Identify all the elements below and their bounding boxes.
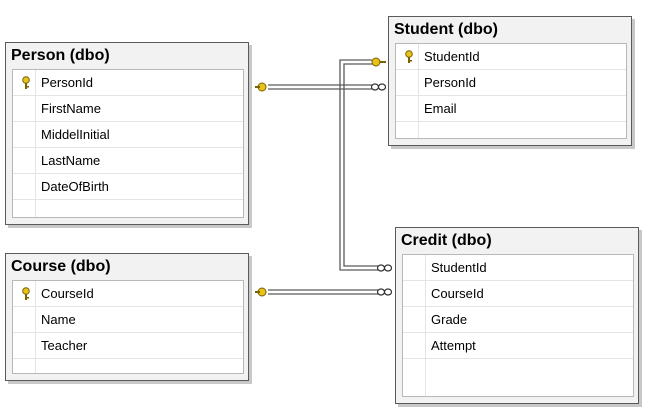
key-icon [255,82,267,92]
column-row[interactable]: CourseId [403,281,633,307]
table-course[interactable]: Course (dbo) CourseId Name Teacher [5,253,249,381]
column-name: PersonId [41,75,94,90]
column-row[interactable]: PersonId [13,70,243,96]
column-name: PersonId [424,75,477,90]
column-row[interactable]: StudentId [403,255,633,281]
column-name: StudentId [424,49,480,64]
column-row[interactable]: StudentId [396,44,626,70]
key-icon [22,287,30,300]
column-name: MiddelInitial [41,127,110,142]
column-name: Teacher [41,338,88,353]
column-row[interactable]: Attempt [403,333,633,359]
column-row[interactable]: PersonId [396,70,626,96]
column-name: Email [424,101,457,116]
column-name: Name [41,312,76,327]
column-name: DateOfBirth [41,179,109,194]
column-row[interactable]: MiddelInitial [13,122,243,148]
column-name: FirstName [41,101,101,116]
column-name: CourseId [431,286,484,301]
table-person[interactable]: Person (dbo) PersonId FirstName MiddelIn… [5,42,249,225]
table-credit[interactable]: Credit (dbo) StudentId CourseId Grade At… [395,227,639,404]
column-row[interactable]: Email [396,96,626,122]
key-icon [405,50,413,63]
table-title: Student (dbo) [394,21,498,38]
column-list: PersonId FirstName MiddelInitial LastNam… [12,69,244,218]
key-icon [371,57,386,67]
column-list: StudentId PersonId Email [395,43,627,139]
infinity-icon [376,288,393,296]
column-name: StudentId [431,260,487,275]
column-list: StudentId CourseId Grade Attempt [402,254,634,397]
column-list: CourseId Name Teacher [12,280,244,374]
column-name: Grade [431,312,468,327]
table-title: Credit (dbo) [401,232,492,249]
column-row[interactable]: CourseId [13,281,243,307]
relationship-line-course-credit [268,289,378,295]
column-row[interactable]: Grade [403,307,633,333]
infinity-icon [376,264,393,272]
column-row[interactable]: LastName [13,148,243,174]
table-student[interactable]: Student (dbo) StudentId PersonId Email [388,16,632,146]
column-row[interactable]: Name [13,307,243,333]
key-icon [22,76,30,89]
relationship-line-person-student [268,84,372,90]
column-row[interactable]: FirstName [13,96,243,122]
column-name: Attempt [431,338,476,353]
table-title: Course (dbo) [11,258,111,275]
column-row[interactable]: DateOfBirth [13,174,243,200]
relationship-line-student-credit [339,59,378,271]
key-icon [255,287,267,297]
column-name: LastName [41,153,101,168]
column-row[interactable]: Teacher [13,333,243,359]
table-title: Person (dbo) [11,47,110,64]
column-name: CourseId [41,286,94,301]
infinity-icon [370,83,387,91]
